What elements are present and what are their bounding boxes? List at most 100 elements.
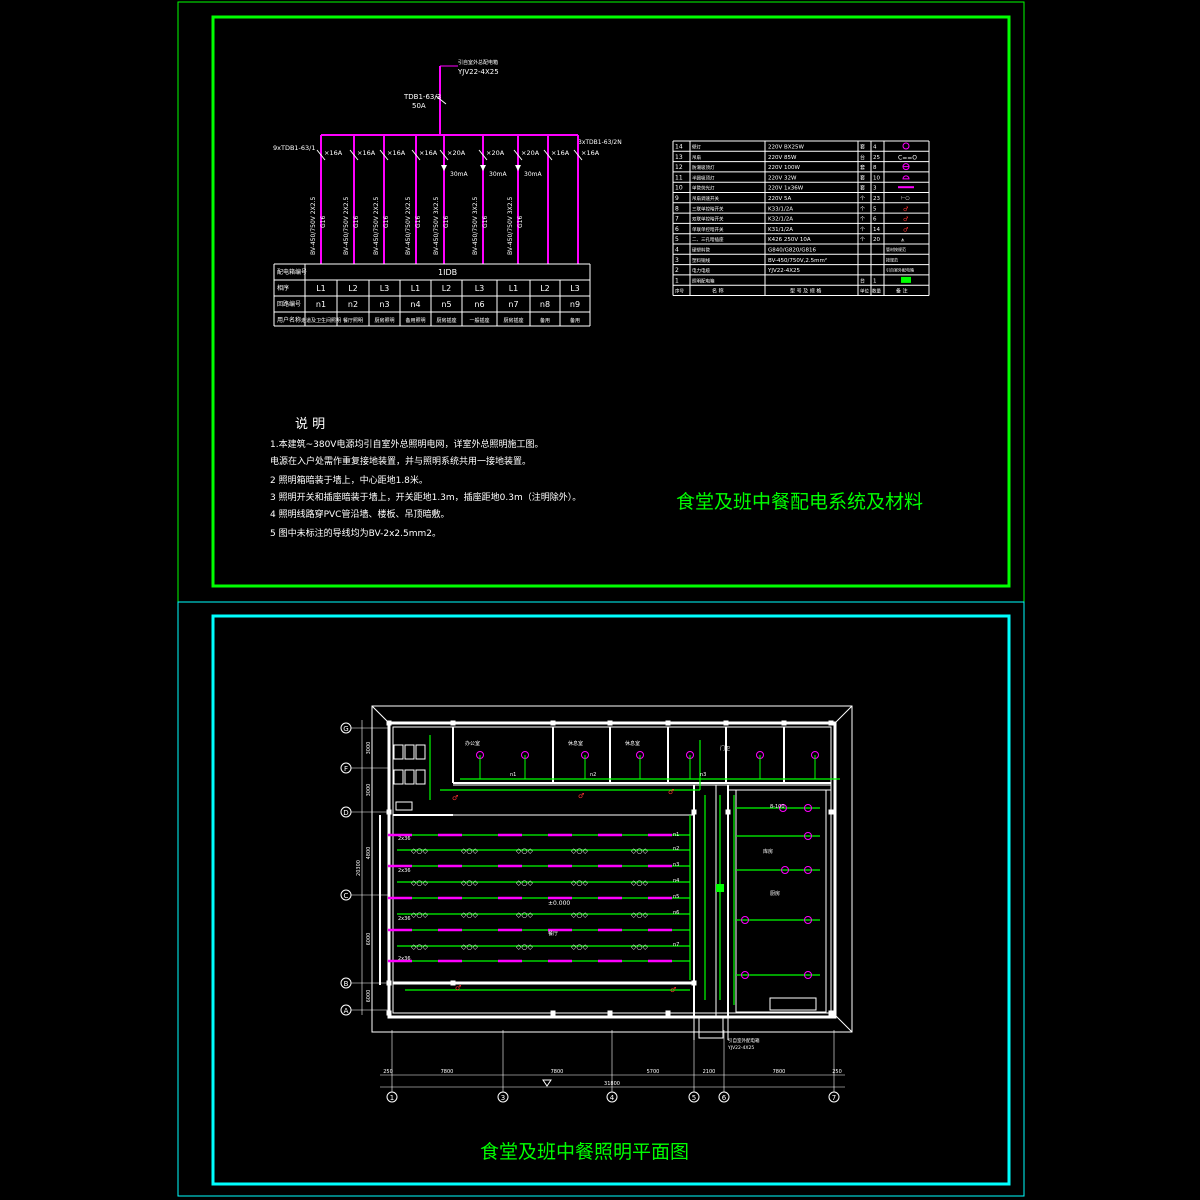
incoming-plan-note: 引自室外配电箱: [728, 1037, 760, 1044]
column: [386, 1010, 392, 1016]
ceiling-fan-icon: ◇○◇: [571, 847, 588, 855]
room-label: 库房: [763, 848, 773, 855]
dimmer-symbol-icon: ⊢○: [901, 196, 910, 202]
cable-label: BV-450/750V 3X2.5: [472, 197, 479, 255]
phase-cell: L2: [348, 284, 358, 293]
mat-no: 3: [675, 257, 679, 264]
lamp-tag: 2x36: [398, 916, 411, 922]
column: [665, 720, 671, 726]
text-symbol-icon: 按规范: [886, 256, 898, 262]
breaker-rating: ×20A: [447, 149, 466, 157]
mat-name: 壁灯: [692, 144, 701, 151]
mat-spec: 220V 100W: [768, 165, 801, 171]
user-cell: 餐厅照明: [343, 317, 363, 324]
moistureproof-lamp: [804, 916, 812, 924]
col-dimension: 7800: [551, 1069, 564, 1075]
socket-symbol-icon: ⩚: [901, 237, 905, 244]
column: [607, 1010, 613, 1016]
sheet2-title: 食堂及班中餐照明平面图: [480, 1141, 689, 1163]
lamp-tag: 2x36: [398, 868, 411, 874]
moistureproof-lamp: [804, 804, 812, 812]
circle-symbol-icon: [902, 142, 910, 150]
room-label: 休息室: [568, 740, 583, 747]
mat-name: 硬塑料管: [692, 247, 710, 254]
mat-spec: K31/1/2A: [768, 227, 793, 233]
text-symbol-icon: 引自室外配电箱: [886, 267, 914, 273]
moistureproof-lamp: [779, 804, 787, 812]
grid-col-label: 3: [501, 1094, 505, 1102]
distribution-box: [716, 884, 724, 892]
row-dimension: 3000: [366, 742, 372, 755]
total-row-dimension: 20300: [356, 860, 362, 876]
conduit-label: G16: [517, 216, 524, 228]
breaker-symbol: [379, 149, 389, 161]
circuit-tag: n3: [700, 772, 706, 778]
mat-no: 6: [675, 226, 679, 233]
switch-icon: ♂: [455, 984, 461, 992]
phase-cell: L3: [380, 284, 390, 293]
breaker-rating: ×16A: [581, 149, 600, 157]
circuit-tag: n5: [673, 894, 679, 900]
circuit-cell: n7: [508, 300, 518, 309]
circuit-tag: n2: [590, 772, 596, 778]
moistureproof-lamp: [781, 866, 789, 874]
table-row-header: 配电箱编号: [277, 268, 307, 276]
grid-col-label: 1: [390, 1094, 394, 1102]
mat-header-qty: 数量: [872, 288, 881, 295]
ceiling-fan-icon: ◇○◇: [411, 911, 428, 919]
incoming-plan-cable: YJV22-4X25: [727, 1045, 754, 1051]
ceiling-fan-icon: ◇○◇: [516, 847, 533, 855]
mat-unit: 个: [860, 206, 865, 212]
row-dimension: 6000: [366, 990, 372, 1003]
grid-row-label: A: [344, 1007, 349, 1015]
grid-row-label: B: [344, 980, 349, 988]
circuit-cell: n2: [348, 300, 358, 309]
breaker-rating: ×20A: [521, 149, 540, 157]
svg-text:♂: ♂: [903, 206, 908, 213]
svg-text:♂: ♂: [903, 216, 908, 223]
mat-name: 塑料铜线: [692, 257, 710, 264]
grid-row-label: C: [344, 892, 349, 900]
cable-label: BV-450/750V 2X2.5: [405, 197, 412, 255]
lamp-tag: 2x36: [398, 956, 411, 962]
mat-qty: 14: [873, 227, 880, 233]
breaker-symbol: [543, 149, 553, 161]
user-cell: 备用: [570, 317, 580, 324]
mat-no: 12: [675, 164, 683, 171]
room-label: 休息室: [625, 740, 640, 747]
rcd-symbol: [480, 165, 486, 171]
svg-text:管材按规范: 管材按规范: [886, 246, 906, 252]
ceiling-fan-icon: ◇○◇: [631, 847, 648, 855]
mat-no: 5: [675, 236, 679, 243]
grid-row-label: F: [344, 765, 348, 773]
rcd-symbol: [441, 165, 447, 171]
room-label: 餐厅: [548, 930, 558, 937]
ceiling-fan-icon: ◇○◇: [516, 943, 533, 951]
mat-unit: 个: [860, 237, 865, 243]
circuit-cell: n9: [570, 300, 580, 309]
column: [725, 809, 731, 815]
incoming-cable: YJV22-4X25: [457, 68, 499, 76]
design-notes: 说 明 1.本建筑~380V电源均引自室外总照明电网，详室外总照明施工图。 电源…: [270, 417, 581, 539]
mat-unit: 套: [860, 164, 865, 171]
box-symbol-icon: [901, 276, 911, 283]
user-cell: 厨房插座: [436, 317, 456, 324]
north-marker-icon: [542, 1079, 552, 1087]
ceiling-fan-icon: ◇○◇: [461, 943, 478, 951]
cable-label: BV-450/750V 3X2.5: [507, 197, 514, 255]
conduit-label: G16: [383, 216, 390, 228]
cable-label: BV-450/750V 2X2.5: [343, 197, 350, 255]
mat-spec: BV-450/750V,2.5mm²: [768, 257, 827, 264]
switch-icon: ♂: [668, 788, 674, 796]
conduit-label: G16: [482, 216, 489, 228]
mat-spec: 220V 1x36W: [768, 186, 804, 192]
switch3-symbol-icon: ♂: [903, 206, 908, 213]
circuit-cell: n4: [410, 300, 420, 309]
panel-id: 1IDB: [438, 268, 457, 277]
breaker-symbol: [316, 149, 326, 161]
main-breaker-rating: 50A: [412, 102, 426, 110]
mat-no: 8: [675, 205, 679, 212]
table-row-header: 用户名称: [277, 316, 301, 324]
cable-label: BV-450/750V 2X2.5: [373, 197, 380, 255]
system-table: 配电箱编号相序回路编号用户名称1IDBL1n1走道及卫生间照明L2n2餐厅照明L…: [273, 263, 591, 327]
